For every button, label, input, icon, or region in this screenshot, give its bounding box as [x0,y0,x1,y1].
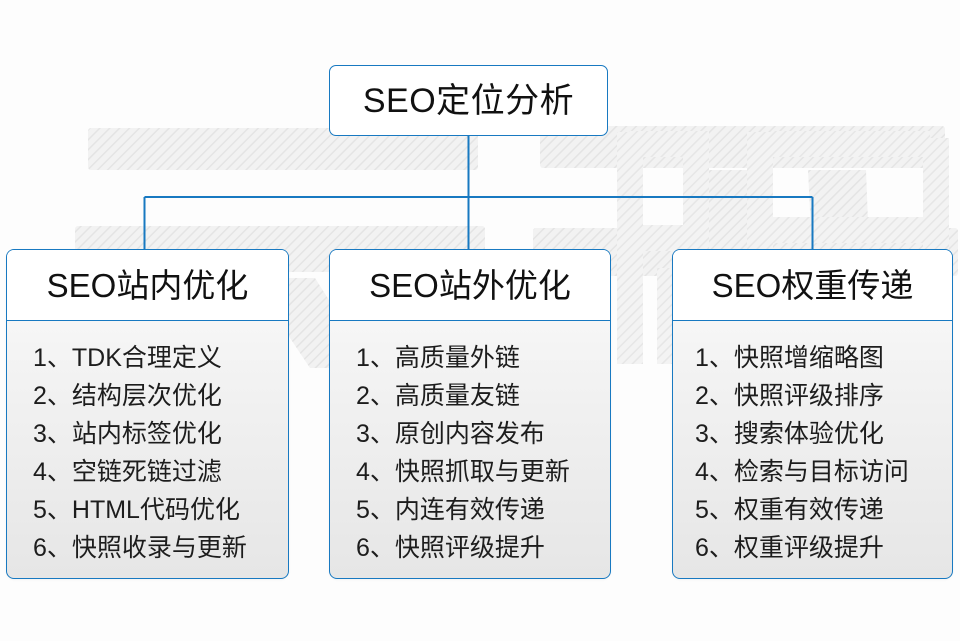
list-item: 4、检索与目标访问 [695,458,909,486]
list-item: 2、结构层次优化 [33,382,222,410]
list-item: 6、快照评级提升 [356,534,545,562]
category-card-2[interactable]: SEO站外优化 1、高质量外链 2、高质量友链 3、原创内容发布 4、快照抓取与… [329,249,611,579]
category-card-3[interactable]: SEO权重传递 1、快照增缩略图 2、快照评级排序 3、搜索体验优化 4、检索与… [672,249,953,579]
category-list-3: 1、快照增缩略图 2、快照评级排序 3、搜索体验优化 4、检索与目标访问 5、权… [673,321,952,567]
category-header-1: SEO站内优化 [7,250,288,321]
list-item: 4、快照抓取与更新 [356,458,570,486]
category-title-3: SEO权重传递 [711,266,914,304]
list-item: 6、权重评级提升 [695,534,884,562]
list-item: 5、权重有效传递 [695,496,884,524]
category-header-2: SEO站外优化 [330,250,610,321]
list-item: 3、站内标签优化 [33,420,222,448]
category-header-3: SEO权重传递 [673,250,952,321]
list-item: 2、快照评级排序 [695,382,884,410]
category-title-2: SEO站外优化 [369,266,571,304]
list-item: 4、空链死链过滤 [33,458,222,486]
list-item: 6、快照收录与更新 [33,534,247,562]
list-item: 5、HTML代码优化 [33,496,240,524]
list-item: 3、原创内容发布 [356,420,545,448]
category-title-1: SEO站内优化 [46,266,249,304]
category-list-2: 1、高质量外链 2、高质量友链 3、原创内容发布 4、快照抓取与更新 5、内连有… [330,321,610,567]
list-item: 1、快照增缩略图 [695,344,884,372]
list-item: 5、内连有效传递 [356,496,545,524]
list-item: 3、搜索体验优化 [695,420,884,448]
list-item: 1、高质量外链 [356,344,520,372]
list-item: 2、高质量友链 [356,382,520,410]
category-card-1[interactable]: SEO站内优化 1、TDK合理定义 2、结构层次优化 3、站内标签优化 4、空链… [6,249,289,579]
root-node-label: SEO定位分析 [362,81,575,120]
root-node[interactable]: SEO定位分析 [329,65,608,136]
category-list-1: 1、TDK合理定义 2、结构层次优化 3、站内标签优化 4、空链死链过滤 5、H… [7,321,288,567]
list-item: 1、TDK合理定义 [33,344,222,372]
